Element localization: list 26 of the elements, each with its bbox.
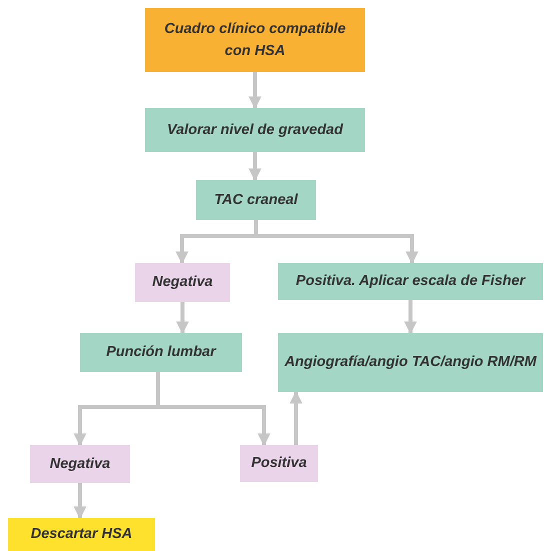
box-label: Punción lumbar bbox=[106, 343, 216, 362]
box-label: Cuadro clínico compatible con HSA bbox=[163, 20, 347, 61]
box-label: Positiva. Aplicar escala de Fisher bbox=[296, 272, 526, 292]
process-box bbox=[30, 445, 130, 483]
box-label: Negativa bbox=[152, 273, 213, 292]
box-label: Negativa bbox=[50, 454, 110, 474]
arrow bbox=[176, 302, 189, 334]
process-box bbox=[145, 108, 365, 152]
box-label: Positiva bbox=[251, 454, 307, 474]
box-label: Angiografía/angio TAC/angio RM/RM bbox=[284, 353, 536, 372]
process-box bbox=[240, 445, 318, 482]
arrow bbox=[74, 483, 86, 520]
arrow bbox=[248, 72, 262, 110]
process-box bbox=[278, 263, 543, 300]
arrow bbox=[404, 300, 417, 334]
process-box bbox=[196, 180, 316, 220]
process-box bbox=[135, 263, 230, 302]
arrow bbox=[248, 152, 262, 182]
process-box bbox=[278, 333, 543, 392]
box-label: Valorar nivel de gravedad bbox=[167, 120, 343, 140]
box-label: Descartar HSA bbox=[30, 525, 132, 544]
process-box bbox=[80, 333, 242, 372]
box-label: TAC craneal bbox=[214, 190, 298, 210]
process-box bbox=[145, 8, 365, 72]
process-box bbox=[8, 518, 155, 551]
arrow bbox=[290, 390, 302, 445]
